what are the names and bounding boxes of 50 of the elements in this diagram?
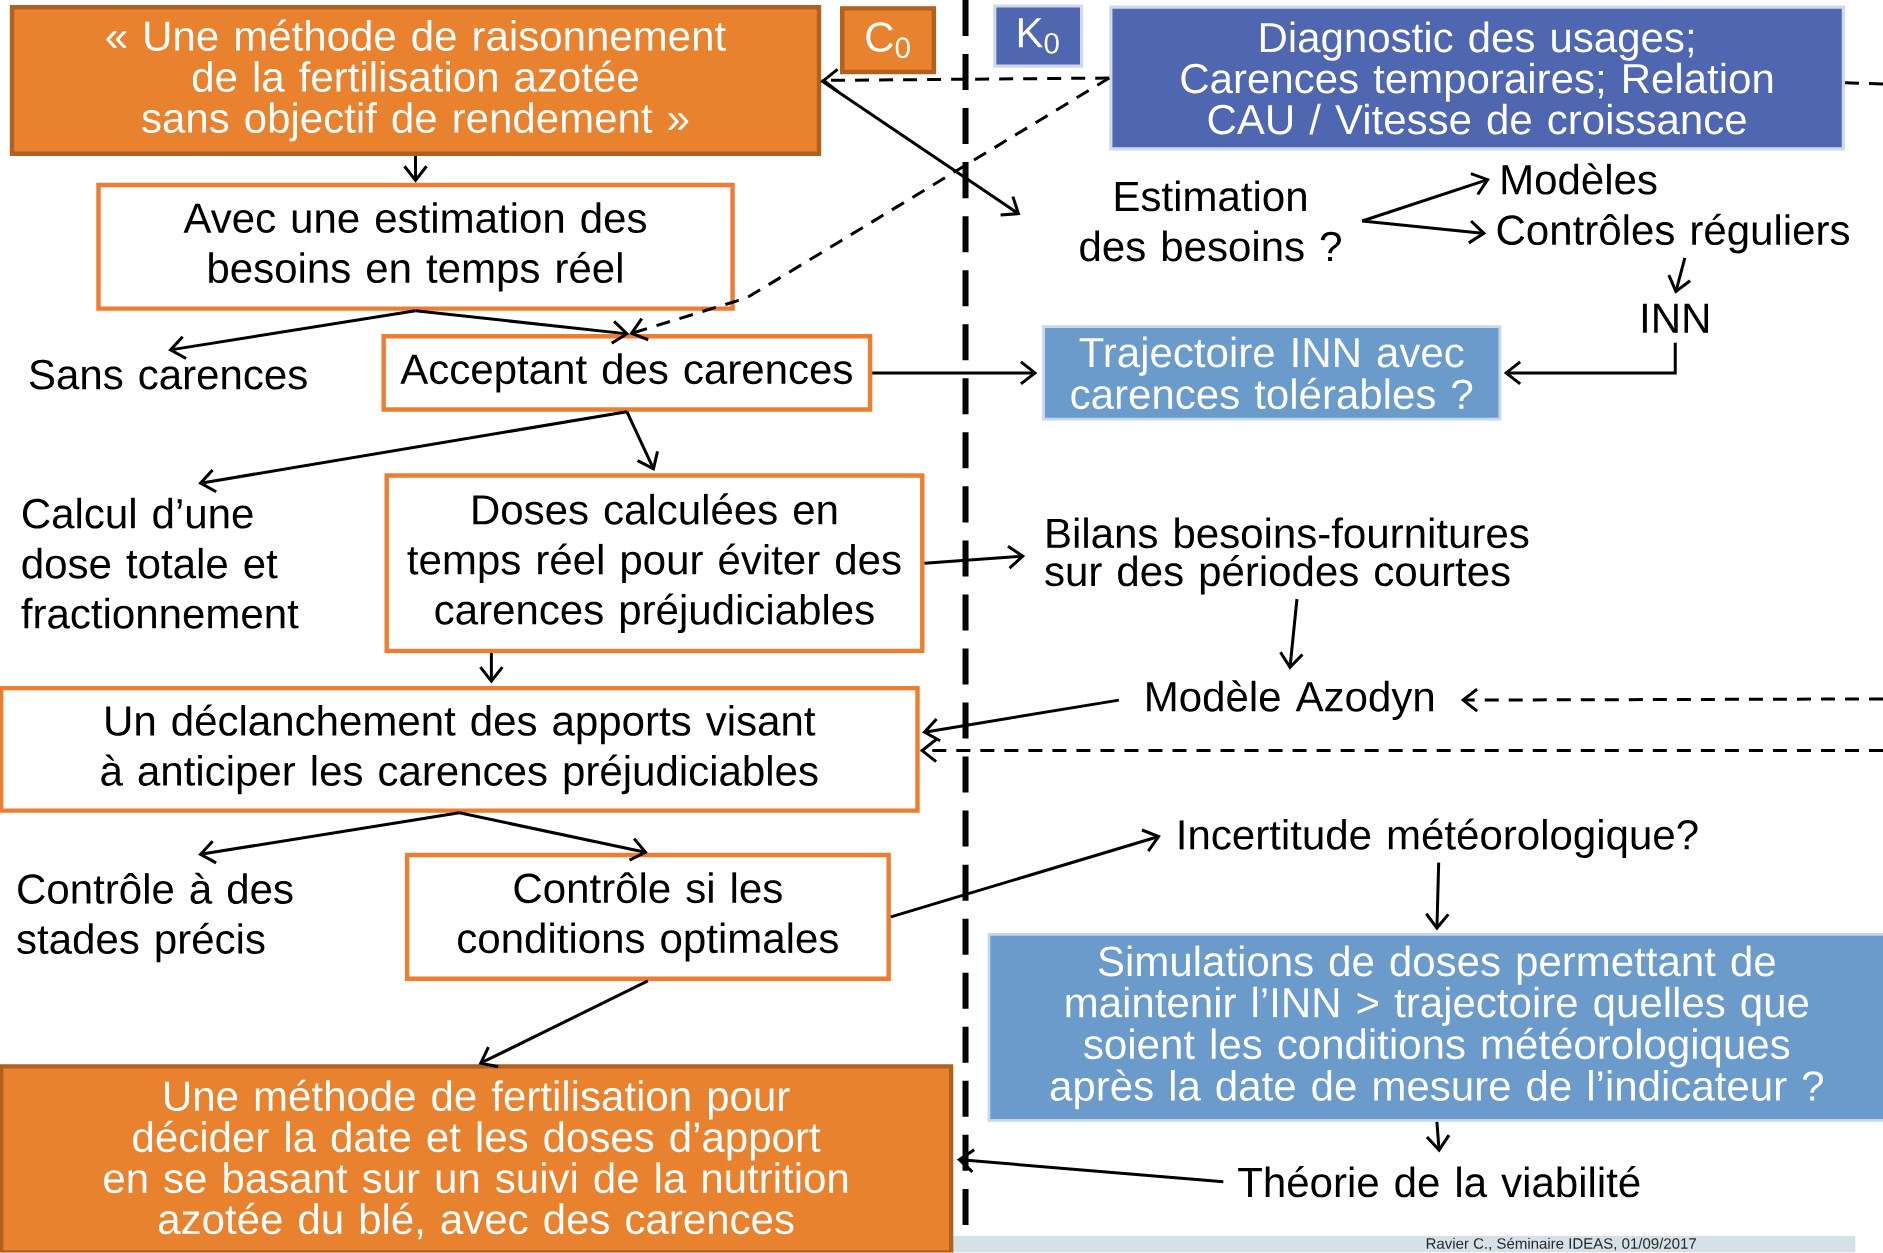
footer-bar: Ravier C., Séminaire IDEAS, 01/09/2017 bbox=[952, 1235, 1856, 1253]
step-box: Contrôle si les conditions optimales bbox=[404, 853, 891, 982]
step-label: Théorie de la viabilité bbox=[1238, 1166, 1640, 1198]
step-box: Doses calculées en temps réel pour éviter des carences préjudiciables bbox=[384, 473, 925, 654]
arrow bbox=[1460, 688, 1883, 713]
arrow bbox=[625, 411, 659, 472]
tag-box: K$_{0}$ bbox=[993, 4, 1084, 68]
arrow bbox=[479, 653, 504, 684]
step-label: Bilans besoins-fournitures sur des périodes courtes bbox=[1045, 517, 1529, 595]
question-box: Simulations de doses permettant de maintenir l’INN > trajectoire quelles que soient les conditions météorologiques après la date de mesure de l’indicateur ? bbox=[987, 933, 1883, 1123]
method-box: « Une méthode de raisonnement de la fertilisation azotée sans objectif de rendement » bbox=[9, 5, 822, 157]
arrow bbox=[820, 79, 1021, 217]
tag-box: C$_{0}$ bbox=[840, 6, 937, 75]
arrow bbox=[872, 360, 1038, 386]
arrow bbox=[1425, 1121, 1451, 1153]
step-label: Modèle Azodyn bbox=[1147, 680, 1433, 721]
step-label: Estimation des besoins ? bbox=[1080, 180, 1341, 262]
arrow bbox=[919, 738, 1883, 763]
step-label: Contrôles réguliers bbox=[1497, 213, 1849, 254]
step-label: Calcul d’une dose totale et fractionnement bbox=[21, 498, 299, 629]
arrow bbox=[922, 698, 1120, 743]
step-label: Contrôle à des stades précis bbox=[17, 872, 293, 963]
arrow bbox=[1425, 862, 1450, 931]
step-box: Acceptant des carences bbox=[381, 334, 873, 412]
arrow bbox=[403, 156, 428, 183]
step-box: Un déclanchement des apports visant à anticiper les carences préjudiciables bbox=[0, 686, 920, 814]
question-box: Trajectoire INN avec carences tolérables ? bbox=[1042, 325, 1502, 421]
arrow bbox=[629, 77, 1110, 342]
arrow bbox=[1503, 342, 1677, 386]
arrow bbox=[459, 811, 648, 862]
arrow bbox=[1279, 599, 1304, 670]
knowledge-box: Diagnostic des usages; Carences temporaires; Relation CAU / Vitesse de croissance bbox=[1109, 5, 1845, 151]
arrow bbox=[890, 828, 1161, 919]
arrow bbox=[1667, 257, 1692, 295]
arrow bbox=[956, 1148, 1224, 1184]
arrow bbox=[1361, 172, 1490, 223]
arrow bbox=[415, 309, 630, 345]
arrow bbox=[924, 545, 1026, 570]
arrow bbox=[198, 410, 628, 494]
step-label: Sans carences bbox=[29, 360, 307, 390]
step-label: Incertitude météorologique? bbox=[1179, 818, 1698, 859]
arrow bbox=[198, 811, 460, 865]
arrow bbox=[168, 309, 416, 361]
arrow bbox=[478, 979, 649, 1069]
arrow bbox=[1362, 219, 1487, 245]
arrow bbox=[821, 68, 1110, 93]
method-box: Une méthode de fertilisation pour décider la date et les doses d’apport en se basant sur un suivi de la nutrition azotée du blé, avec des carences bbox=[0, 1064, 954, 1253]
step-label: INN bbox=[1642, 304, 1709, 333]
step-label: Modèles bbox=[1502, 163, 1657, 195]
step-box: Avec une estimation des besoins en temps réel bbox=[96, 182, 735, 312]
